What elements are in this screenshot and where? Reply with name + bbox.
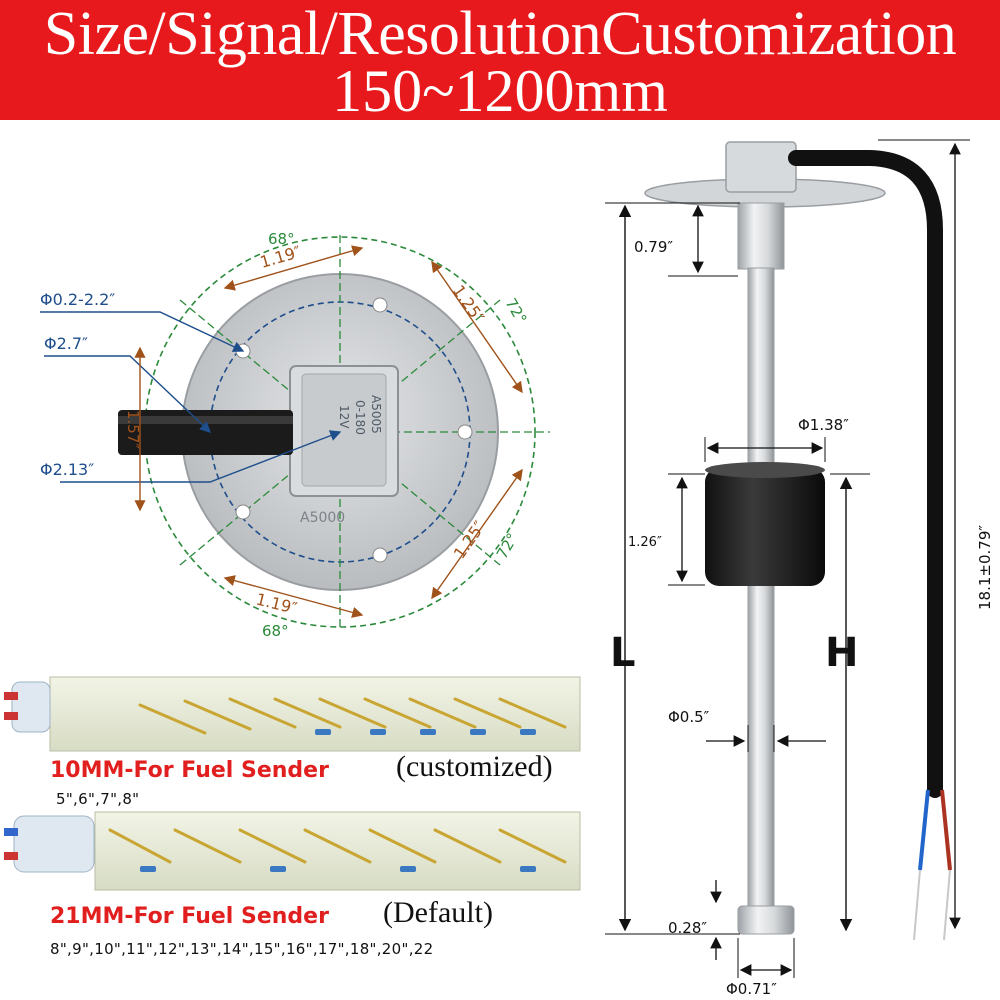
circle-diameter-label: Φ2.7″ bbox=[44, 334, 88, 353]
height-label: H bbox=[825, 630, 858, 676]
angle-right-top-label: 72° bbox=[502, 295, 531, 327]
length-label: L bbox=[610, 630, 636, 676]
connector-text-1: A5005 bbox=[369, 395, 383, 434]
bottom-chord-label: 1.19″ bbox=[254, 589, 299, 618]
brand-text: A5000 bbox=[300, 510, 345, 526]
tube-diameter-label: Φ0.5″ bbox=[668, 708, 710, 726]
end-height-label: 0.28″ bbox=[668, 919, 707, 937]
strip-10mm-sizes: 5",6",7",8" bbox=[56, 790, 140, 808]
sensor-head bbox=[725, 141, 797, 193]
cable-length-label: 18.1±0.79″ bbox=[976, 525, 994, 610]
strip-10mm-resistors bbox=[315, 729, 536, 735]
strip-10mm-note: (customized) bbox=[396, 750, 553, 783]
strip-21mm-reeds bbox=[108, 828, 567, 864]
strip-21mm bbox=[4, 811, 581, 891]
angle-right-bottom-label: 72° bbox=[493, 530, 522, 562]
strip-21mm-label: 21MM-For Fuel Sender bbox=[50, 904, 329, 929]
strip-21mm-note: (Default) bbox=[383, 896, 493, 929]
float-height-label: 1.26″ bbox=[628, 535, 662, 550]
float-diameter-label: Φ1.38″ bbox=[798, 416, 849, 434]
connector-text-2: 0-180 bbox=[353, 400, 367, 435]
flange-top-view: A5005 0-180 12V A5000 Φ0.2-2.2″ Φ2.7″ Φ2… bbox=[40, 230, 550, 640]
strip-10mm-label: 10MM-For Fuel Sender bbox=[50, 758, 329, 783]
connector-text-3: 12V bbox=[337, 405, 351, 429]
banner-range: 150~1200mm bbox=[332, 58, 668, 124]
title-banner: Size/Signal/ResolutionCustomization 150~… bbox=[0, 0, 1000, 124]
angle-top-label: 68° bbox=[268, 230, 295, 248]
head-height-label: 0.79″ bbox=[634, 238, 673, 256]
sensor-cable bbox=[788, 150, 943, 798]
sensor-end-cap bbox=[737, 905, 795, 935]
sensor-side-view: L H 0.79″ Φ1.38″ 1.26″ Φ0.5″ 0.28″ Φ0.71… bbox=[605, 139, 994, 998]
strip-10mm-connector bbox=[4, 681, 51, 733]
strip-21mm-connector bbox=[4, 815, 95, 873]
sensor-neck bbox=[737, 202, 785, 270]
strip-21mm-sizes: 8",9",10",11",12",13",14",15",16",17",18… bbox=[50, 940, 434, 958]
left-height-label: 1.57″ bbox=[124, 410, 142, 449]
bolt-circle-label: Φ2.13″ bbox=[40, 460, 94, 479]
strip-21mm-resistors bbox=[140, 866, 536, 872]
angle-bottom-label: 68° bbox=[262, 622, 289, 640]
banner-title: Size/Signal/ResolutionCustomization bbox=[43, 0, 957, 68]
sensor-tube bbox=[747, 267, 775, 909]
right-top-chord-label: 1.25″ bbox=[449, 281, 488, 326]
end-diameter-label: Φ0.71″ bbox=[726, 980, 777, 998]
strip-10mm-reeds bbox=[138, 697, 567, 735]
hole-diameter-label: Φ0.2-2.2″ bbox=[40, 290, 115, 309]
sensor-float bbox=[705, 468, 825, 586]
strip-10mm bbox=[4, 676, 581, 752]
